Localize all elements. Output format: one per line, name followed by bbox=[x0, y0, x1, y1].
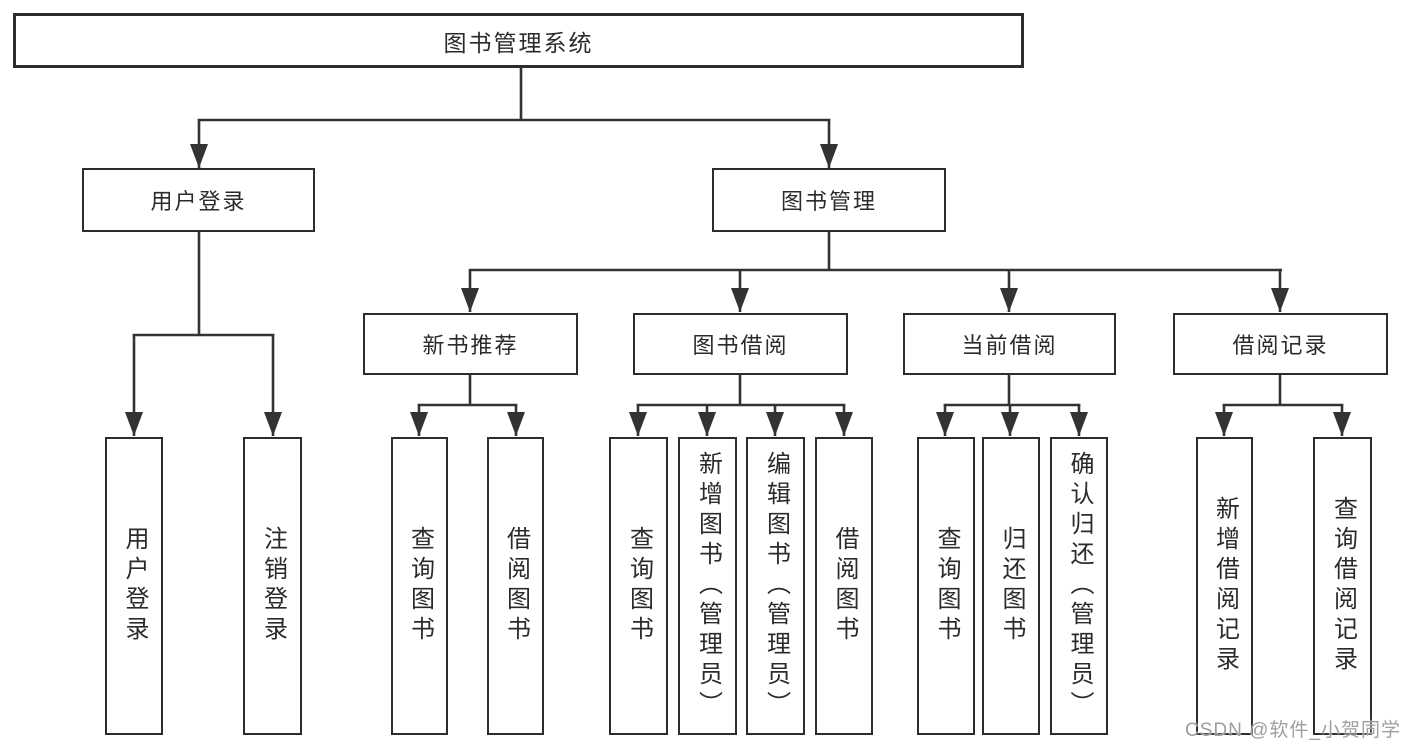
node-borrow-records: 借阅记录 bbox=[1173, 313, 1388, 375]
node-new-book-rec: 新书推荐 bbox=[363, 313, 578, 375]
node-borrow-books-borrow: 借阅图书 bbox=[815, 437, 873, 735]
node-book-mgmt: 图书管理 bbox=[712, 168, 946, 232]
node-add-books-admin: 新增图书（管理员） bbox=[678, 437, 737, 735]
node-login: 用户登录 bbox=[82, 168, 315, 232]
node-user-login-leaf: 用户登录 bbox=[105, 437, 163, 735]
node-book-borrow: 图书借阅 bbox=[633, 313, 848, 375]
node-return-books: 归还图书 bbox=[982, 437, 1040, 735]
node-current-borrow: 当前借阅 bbox=[903, 313, 1116, 375]
node-query-borrow-record: 查询借阅记录 bbox=[1313, 437, 1372, 735]
node-query-books-current: 查询图书 bbox=[917, 437, 975, 735]
node-add-borrow-record: 新增借阅记录 bbox=[1196, 437, 1253, 735]
node-borrow-books-rec: 借阅图书 bbox=[487, 437, 544, 735]
node-root: 图书管理系统 bbox=[13, 13, 1024, 68]
node-confirm-return-admin: 确认归还（管理员） bbox=[1050, 437, 1108, 735]
csdn-watermark: CSDN @软件_小贺同学 bbox=[1185, 720, 1401, 741]
node-logout-leaf: 注销登录 bbox=[243, 437, 302, 735]
node-query-books-rec: 查询图书 bbox=[391, 437, 448, 735]
node-query-books-borrow: 查询图书 bbox=[609, 437, 668, 735]
node-edit-books-admin: 编辑图书（管理员） bbox=[746, 437, 805, 735]
